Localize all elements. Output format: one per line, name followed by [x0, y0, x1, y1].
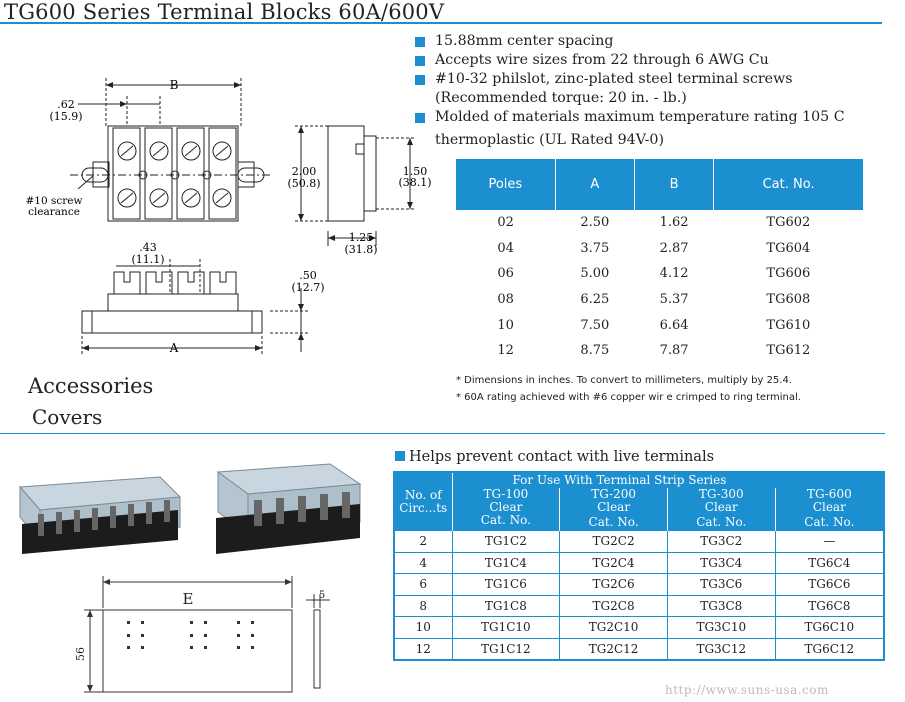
height-mm: (50.8) — [287, 177, 320, 190]
column-header: A — [554, 159, 635, 210]
feature-item: #10-32 philslot, zinc-plated steel termi… — [415, 70, 845, 108]
footer-url: http://www.suns-usa.com — [665, 683, 829, 697]
screw-clearance-label: clearance — [28, 206, 80, 218]
bullet-square-icon — [415, 37, 425, 47]
page-title: TG600 Series Terminal Blocks 60A/600V — [4, 0, 445, 24]
section-divider — [0, 433, 885, 434]
table-header-row: Clear Clear Clear Clear — [394, 501, 884, 514]
screw-clearance-label: #10 screw — [26, 195, 83, 207]
feature-item: 15.88mm center spacing — [415, 32, 845, 51]
accessories-heading: Accessories — [28, 374, 154, 398]
note-line: * Dimensions in inches. To convert to mi… — [456, 375, 793, 386]
series-header: TG-300 — [666, 488, 776, 501]
cover-product-photos — [18, 463, 362, 554]
cover-drawing: E 56 5 — [74, 576, 330, 693]
depth-in: 1.25 — [349, 231, 374, 244]
spacing-mm: (15.9) — [49, 110, 82, 123]
bullet-square-icon — [415, 113, 425, 123]
pitch-in: .43 — [139, 241, 157, 254]
table-header-row: Poles A B Cat. No. — [456, 159, 863, 210]
covers-feature: Helps prevent contact with live terminal… — [395, 449, 714, 465]
cover-photo-6-circuit — [216, 463, 362, 554]
height-in: 2.00 — [292, 165, 317, 178]
bullet-square-icon — [415, 75, 425, 85]
inner-in: 1.50 — [403, 165, 428, 178]
column-header: Poles — [456, 159, 556, 210]
table-header-row: Cat. No. Cat. No. Cat. No. Cat. No. — [394, 514, 884, 531]
terminal-block-drawing: B A .62 (15.9) 2.00 (50.8) 1.50 (38.1) 1… — [26, 78, 432, 356]
b-label: B — [170, 78, 179, 92]
spacing-in: .62 — [57, 98, 75, 111]
feature-item: Accepts wire sizes from 22 through 6 AWG… — [415, 51, 845, 70]
height-label: 56 — [74, 647, 87, 661]
bullet-square-icon — [395, 451, 405, 461]
dimension-notes: * Dimensions in inches. To convert to mi… — [456, 372, 801, 406]
thick-in: .50 — [299, 269, 317, 282]
bullet-square-icon — [415, 56, 425, 66]
table-header-row: TG-100 TG-200 TG-300 TG-600 — [394, 488, 884, 501]
covers-heading: Covers — [32, 405, 103, 429]
series-header: TG-200 — [559, 488, 668, 501]
column-header: Cat. No. — [713, 159, 863, 210]
pitch-mm: (11.1) — [131, 253, 164, 266]
series-group-header: For Use With Terminal Strip Series — [512, 473, 727, 487]
feature-list: 15.88mm center spacing Accepts wire size… — [415, 32, 845, 150]
width-label: 5 — [319, 590, 325, 601]
inner-mm: (38.1) — [398, 176, 431, 189]
series-header: TG-600 — [774, 488, 884, 501]
series-header: TG-100 — [483, 487, 529, 501]
title-divider — [0, 22, 882, 24]
cover-photo-8-circuit — [18, 476, 182, 554]
a-label: A — [169, 341, 179, 355]
depth-mm: (31.8) — [344, 243, 377, 256]
thick-mm: (12.7) — [291, 281, 324, 294]
column-header: B — [633, 159, 714, 210]
feature-item: Molded of materials maximum temperature … — [415, 108, 845, 150]
note-line: * 60A rating achieved with #6 copper wir… — [456, 392, 801, 403]
e-label: E — [183, 590, 194, 608]
